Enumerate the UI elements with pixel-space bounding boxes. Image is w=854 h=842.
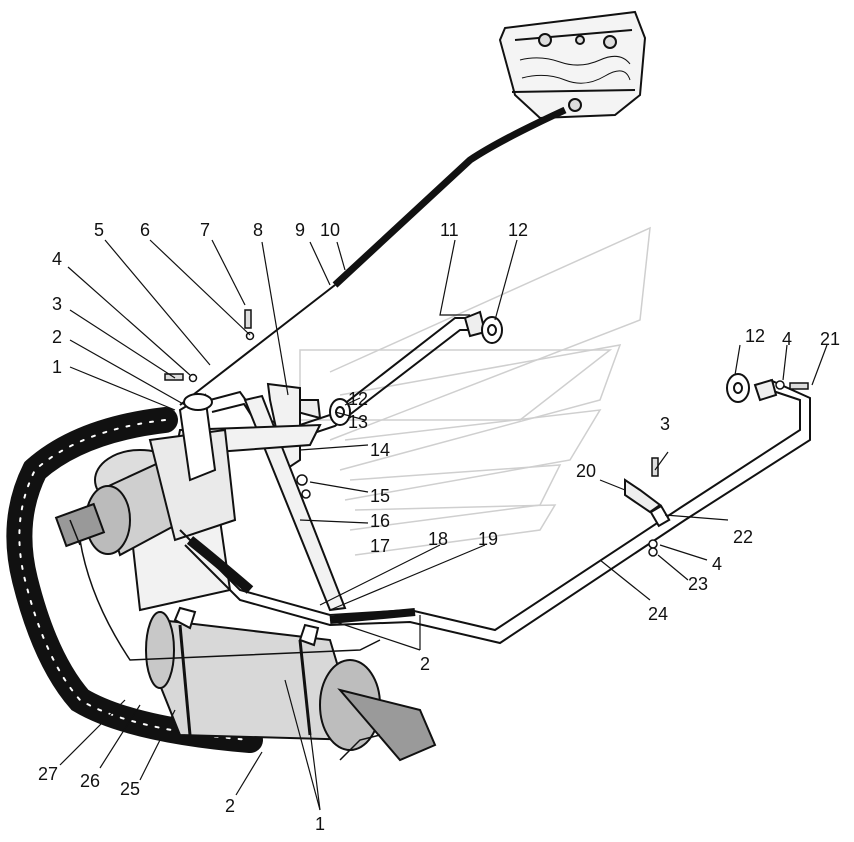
callout-12-top: 12 — [508, 220, 528, 240]
drain-hose — [179, 106, 567, 406]
callout-21: 21 — [820, 329, 840, 349]
callout-3-left: 3 — [52, 294, 62, 314]
callout-13: 13 — [348, 412, 368, 432]
callout-8: 8 — [253, 220, 263, 240]
expansion-tank — [498, 10, 647, 120]
callout-2-upper: 2 — [52, 327, 62, 347]
callout-6: 6 — [140, 220, 150, 240]
fuel-line — [69, 519, 381, 761]
callout-12-right: 12 — [745, 326, 765, 346]
callout-3-right: 3 — [660, 414, 670, 434]
leader-lines — [59, 239, 828, 811]
callout-15: 15 — [370, 486, 390, 506]
callout-2-middle: 2 — [420, 654, 430, 674]
callout-12-mid: 12 — [348, 389, 368, 409]
callout-26: 26 — [80, 771, 100, 791]
callout-16: 16 — [370, 511, 390, 531]
callout-1-bottom: 1 — [315, 814, 325, 834]
callout-27: 27 — [38, 764, 58, 784]
callout-4-left: 4 — [52, 249, 62, 269]
callout-18: 18 — [428, 529, 448, 549]
callout-1-upper: 1 — [52, 357, 62, 377]
callout-labels: 1 2 3 4 5 6 7 8 9 10 11 12 12 13 14 15 1… — [38, 220, 840, 834]
callout-4-top-right: 4 — [782, 329, 792, 349]
return-pipes — [179, 373, 811, 645]
callout-17: 17 — [370, 536, 390, 556]
callout-22: 22 — [733, 527, 753, 547]
callout-5: 5 — [94, 220, 104, 240]
callout-7: 7 — [200, 220, 210, 240]
callout-19: 19 — [478, 529, 498, 549]
callout-24: 24 — [648, 604, 668, 624]
callout-4-right: 4 — [712, 554, 722, 574]
callout-23: 23 — [688, 574, 708, 594]
callout-14: 14 — [370, 440, 390, 460]
callout-11: 11 — [440, 220, 459, 240]
callout-25: 25 — [120, 779, 140, 799]
callout-9: 9 — [295, 220, 305, 240]
callout-20: 20 — [576, 461, 596, 481]
callout-2-bottom: 2 — [225, 796, 235, 816]
heater-unit — [54, 393, 237, 557]
callout-10: 10 — [320, 220, 340, 240]
